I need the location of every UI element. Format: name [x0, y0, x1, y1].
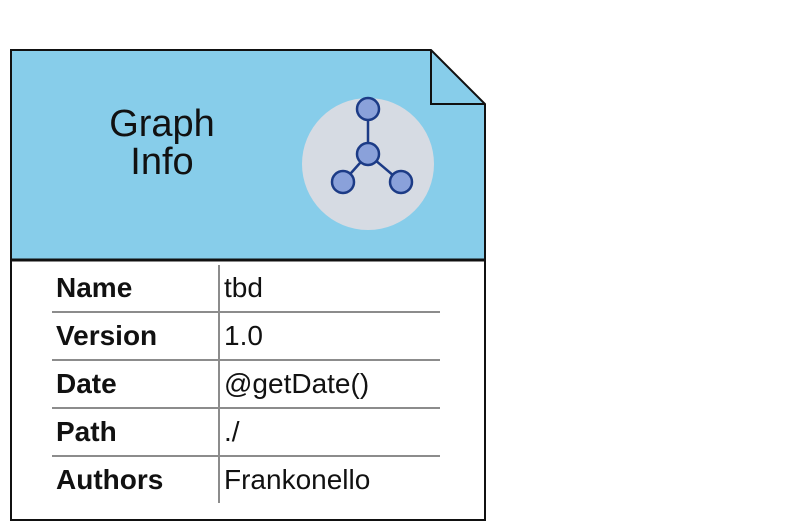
graph-info-table: Name tbd Version 1.0 Date @getDate() Pat… [52, 265, 440, 503]
title-line-1: Graph [109, 103, 215, 145]
version-key: Version [52, 312, 220, 361]
table-row: Path ./ [52, 408, 440, 457]
title-line-2: Info [130, 141, 194, 183]
date-key: Date [52, 360, 220, 409]
card-outline [10, 49, 486, 521]
graph-info-card: Graph Info Name tbd Version 1.0 Date @ge… [10, 49, 487, 522]
table-row: Authors Frankonello [52, 456, 440, 503]
table-row: Name tbd [52, 265, 440, 313]
authors-key: Authors [52, 456, 220, 503]
folded-corner [430, 50, 485, 105]
date-value: @getDate() [219, 360, 440, 409]
path-value: ./ [219, 408, 440, 457]
card-title: Graph Info [72, 105, 252, 181]
graph-network-icon [302, 96, 434, 230]
path-key: Path [52, 408, 220, 457]
name-value: tbd [219, 265, 440, 313]
version-value: 1.0 [219, 312, 440, 361]
authors-value: Frankonello [224, 464, 371, 495]
table-row: Date @getDate() [52, 360, 440, 409]
name-key: Name [52, 265, 220, 313]
table-row: Version 1.0 [52, 312, 440, 361]
